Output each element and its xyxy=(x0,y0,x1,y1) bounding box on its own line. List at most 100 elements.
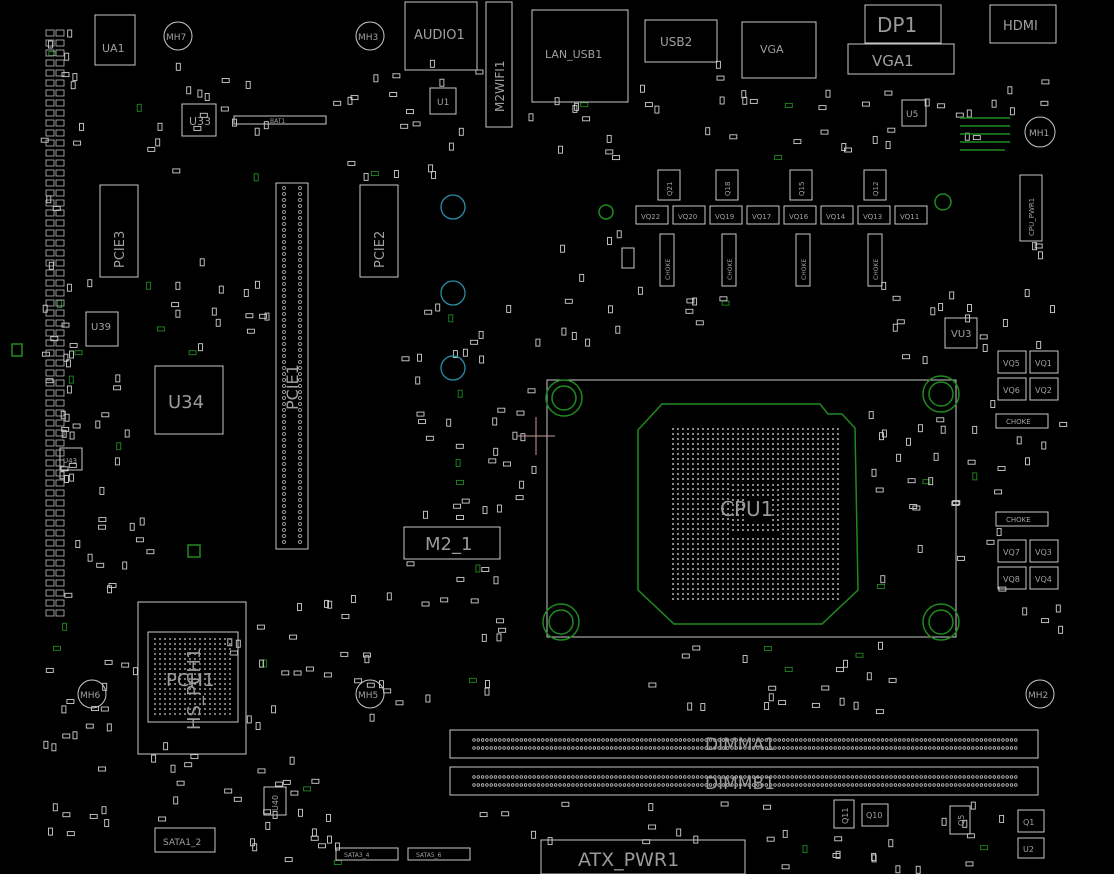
vrm-fet-label: VQ20 xyxy=(678,213,697,221)
cpu-pin xyxy=(767,478,769,480)
cpu-pin xyxy=(752,573,754,575)
cpu-pin xyxy=(782,588,784,590)
pch-ball xyxy=(189,688,191,690)
header-pin xyxy=(45,149,55,157)
pcie1-pin xyxy=(282,246,286,250)
cpu-pin xyxy=(702,508,704,510)
vrm-fet-outline xyxy=(709,205,743,225)
dimm-pin xyxy=(743,746,747,750)
cpu-pin xyxy=(732,519,734,521)
pcie1-pin xyxy=(298,408,302,412)
pch-ball xyxy=(154,678,156,680)
vq5-label: VQ5 xyxy=(1003,359,1020,368)
cpu-pin xyxy=(792,428,794,430)
passive-component xyxy=(695,320,704,326)
cpu-pin xyxy=(807,548,809,550)
dimm-pin xyxy=(627,746,631,750)
pch-ball xyxy=(224,673,226,675)
pcie1-pin xyxy=(298,294,302,298)
pcie1-pin xyxy=(298,324,302,328)
cpu-pin xyxy=(672,458,674,460)
m2wifi-outline xyxy=(485,1,513,128)
dimm-pin xyxy=(635,783,640,787)
passive-component xyxy=(425,435,434,441)
dimm-pin xyxy=(571,783,575,787)
cpu-pin xyxy=(822,483,824,485)
cpu-pin xyxy=(677,558,679,560)
passive-component xyxy=(64,592,73,598)
cpu-pin xyxy=(802,508,804,510)
dimm-pin xyxy=(532,746,536,750)
passive-component xyxy=(640,84,645,93)
pch-ball xyxy=(209,713,211,715)
cpu-pin xyxy=(737,428,739,430)
cpu-pin xyxy=(832,493,834,495)
cpu-pin xyxy=(697,478,699,480)
pch-ball xyxy=(209,668,211,670)
cpu-pin xyxy=(752,529,754,531)
cpu-pin xyxy=(742,573,744,575)
passive-component xyxy=(233,796,242,802)
passive-component xyxy=(970,801,976,810)
dimm-pin xyxy=(726,783,730,787)
passive-component xyxy=(972,135,981,141)
passive-component xyxy=(135,537,144,543)
pch-ball xyxy=(194,688,196,690)
dimm-pin xyxy=(618,746,622,750)
passive-component xyxy=(61,426,70,432)
cpu-pin xyxy=(792,458,794,460)
vq2-label: VQ2 xyxy=(1035,386,1052,395)
dimm-pin xyxy=(855,775,859,779)
passive-component xyxy=(60,466,69,472)
vrm-choke-label: CHOKE xyxy=(873,259,880,280)
dimm-pin xyxy=(932,746,936,750)
dimm-pin xyxy=(515,738,519,742)
pcie1-pin xyxy=(282,306,286,310)
pcie1-pin xyxy=(298,372,302,376)
header-pin xyxy=(55,479,65,487)
dimm-pin xyxy=(932,775,936,779)
pch-ball xyxy=(164,668,166,670)
passive-component xyxy=(224,788,233,794)
cpu-pin xyxy=(822,488,824,490)
dimm-pin xyxy=(945,746,949,750)
cpu-pin xyxy=(672,568,674,570)
cpu-pin xyxy=(772,438,774,440)
cpu-pin xyxy=(697,498,699,500)
pch-ball xyxy=(154,688,156,690)
dimm-pin xyxy=(807,775,812,779)
passive-component xyxy=(106,723,112,732)
passive-component xyxy=(892,323,898,332)
cpu-pin xyxy=(677,433,679,435)
q11-outline xyxy=(833,799,855,829)
passive-component xyxy=(68,462,77,468)
dimm-pin xyxy=(644,738,648,742)
dimm-pin xyxy=(824,783,829,787)
dimm-pin xyxy=(700,746,704,750)
dimm-pin xyxy=(734,746,738,750)
pcie1-pin xyxy=(282,336,286,340)
cpu-pin xyxy=(727,558,729,560)
cpu-pin xyxy=(702,578,704,580)
pcie1-pin xyxy=(282,270,286,274)
cpu-pin xyxy=(687,528,689,530)
header-pin xyxy=(55,189,65,197)
dimm-pin xyxy=(777,775,781,779)
cpu-pin xyxy=(777,438,779,440)
cpu-pin xyxy=(697,483,699,485)
cpu-pin xyxy=(672,483,674,485)
passive-component xyxy=(401,356,410,362)
small-components xyxy=(11,29,1068,874)
pch-ball xyxy=(214,708,216,710)
cpu-pin xyxy=(832,593,834,595)
pch-ball xyxy=(169,698,171,700)
dimm-pin xyxy=(618,783,622,787)
cpu-pin xyxy=(672,558,674,560)
dimm-pin xyxy=(644,783,648,787)
cpu-pin xyxy=(702,553,704,555)
dimm-pin xyxy=(601,783,605,787)
cpu-pin xyxy=(782,483,784,485)
cpu-pin xyxy=(742,494,744,496)
u43-outline xyxy=(59,447,83,471)
dimm-pin xyxy=(850,783,855,787)
